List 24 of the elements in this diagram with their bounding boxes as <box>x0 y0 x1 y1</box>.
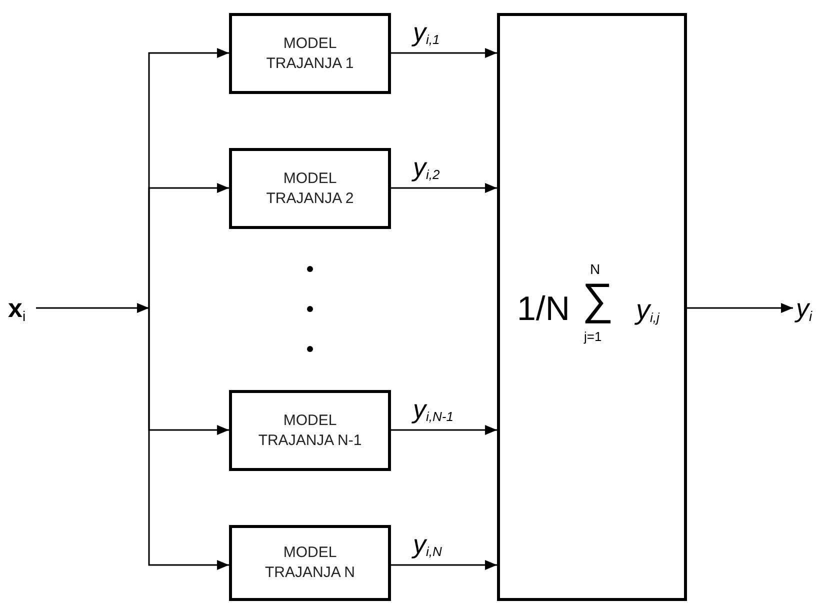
arrow <box>687 303 793 313</box>
summand: y$_{i,j}$ <box>636 296 660 324</box>
edge-label: y$_{i,N-1}$ <box>413 396 454 422</box>
sum-symbol: ∑ <box>582 278 614 322</box>
model-box: MODEL TRAJANJA N-1 <box>229 390 391 471</box>
branch-line <box>148 308 229 570</box>
edge-label: y$_{i,2}$ <box>413 154 440 180</box>
arrow <box>391 425 497 435</box>
arrow <box>391 560 497 570</box>
model-box: MODEL TRAJANJA 2 <box>229 148 391 229</box>
input-label: x$_{i}$ <box>8 295 26 321</box>
sum-lower-limit: j=1 <box>584 330 602 343</box>
branch-line <box>148 183 229 308</box>
sum-block <box>497 13 687 601</box>
model-box: MODEL TRAJANJA 1 <box>229 13 391 94</box>
sum-upper-limit: N <box>590 262 600 276</box>
edge-label: y$_{i,1}$ <box>413 19 440 45</box>
arrow <box>391 48 497 58</box>
arrow <box>391 183 497 193</box>
edge-label: y$_{i,N}$ <box>413 531 442 557</box>
output-label: y$_{i}$ <box>796 295 812 321</box>
arrow <box>36 303 149 313</box>
formula-factor: 1/N <box>517 292 570 326</box>
model-box: MODEL TRAJANJA N <box>229 525 391 601</box>
